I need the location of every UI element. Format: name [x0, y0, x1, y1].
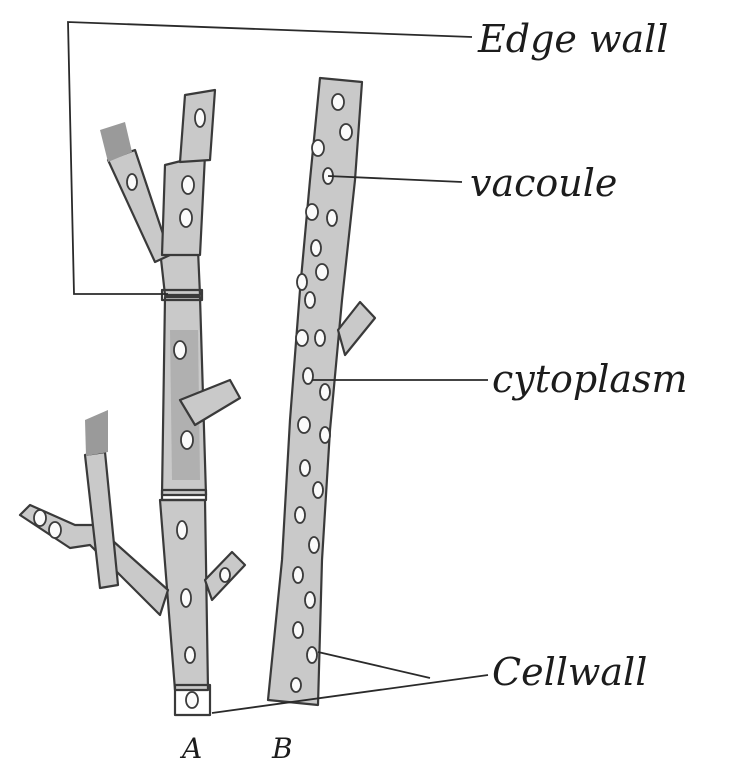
filament-b-vacuole [309, 537, 319, 553]
filament-b-vacuole [305, 292, 315, 308]
filament-b-vacuole [296, 330, 308, 346]
filament-a-vacuole [181, 589, 191, 607]
filament-b-vacuole [312, 140, 324, 156]
filament-a-vacuole [220, 568, 230, 582]
filament-a-vacuole [49, 522, 61, 538]
filament-a-vacuole [182, 176, 194, 194]
filament-b-vacuole [300, 460, 310, 476]
filament-b-vacuole [316, 264, 328, 280]
filament-a-vacuole [34, 510, 46, 526]
filament-a-vacuole [181, 431, 193, 449]
edge-wall-label: Edge wall [477, 17, 668, 61]
filament-b-side-branch [338, 302, 375, 355]
vacuole-label: vacoule [470, 161, 617, 205]
cell-wall-leader-line-b [318, 652, 430, 678]
filament-b-vacuole [303, 368, 313, 384]
filament-a-vacuole [180, 209, 192, 227]
filament-a-branch-tip [85, 410, 108, 456]
filament-b-vacuole [332, 94, 344, 110]
filament-b-vacuole [293, 567, 303, 583]
filament-a-vacuole [127, 174, 137, 190]
filament-a-vacuole [186, 692, 198, 708]
filament-b-vacuole [305, 592, 315, 608]
filament-b-vacuole [307, 647, 317, 663]
specimen-b-label: B [271, 732, 293, 765]
specimen-a-label: A [179, 732, 202, 765]
filament-a-vacuole [195, 109, 205, 127]
filament-b-body [268, 78, 362, 705]
filament-a-branch-lower-vertical [85, 452, 118, 588]
filament-a-branch-upper-left [108, 150, 170, 262]
filament-a-vacuole [174, 341, 186, 359]
filament-b-vacuole [298, 417, 310, 433]
filament-b-vacuole [327, 210, 337, 226]
filament-a-vacuole [185, 647, 195, 663]
filament-b-vacuole [297, 274, 307, 290]
filament-b-vacuole [295, 507, 305, 523]
filament-a-branch-upper-right [162, 155, 205, 255]
filament-b-vacuole [306, 204, 318, 220]
filament-b-vacuole [293, 622, 303, 638]
cell-wall-leader-line-a [212, 675, 488, 713]
filament-a-vacuole [177, 521, 187, 539]
filament-b-vacuole [315, 330, 325, 346]
filament-b-vacuole [291, 678, 301, 692]
filament-b-vacuole [340, 124, 352, 140]
cell-wall-label: Cellwall [492, 650, 647, 694]
filament-b-vacuole [320, 384, 330, 400]
filament-b [268, 78, 375, 705]
filament-b-vacuole [313, 482, 323, 498]
filament-a [20, 90, 245, 715]
filament-b-vacuole [320, 427, 330, 443]
filament-b-vacuole [311, 240, 321, 256]
cytoplasm-label: cytoplasm [492, 357, 688, 401]
